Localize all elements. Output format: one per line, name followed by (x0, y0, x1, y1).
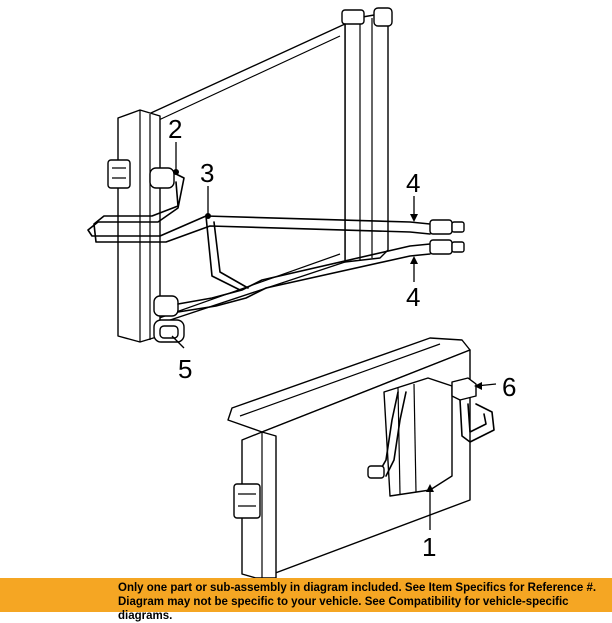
callout-1: 1 (422, 532, 436, 562)
radiator-assembly (107, 7, 393, 343)
oil-cooler-assembly (227, 337, 495, 578)
cooler-lines (87, 173, 465, 313)
leader-5 (171, 335, 185, 349)
disclaimer-banner: Only one part or sub-assembly in diagram… (0, 578, 612, 622)
callouts: 1 2 3 4 4 5 6 (168, 114, 516, 562)
callout-2: 2 (168, 114, 182, 144)
leaders (171, 142, 497, 530)
disclaimer-line-1: Only one part or sub-assembly in diagram… (118, 582, 597, 594)
callout-3: 3 (200, 158, 214, 188)
callout-5: 5 (178, 354, 192, 384)
parts-diagram: 1 2 3 4 4 5 6 (87, 7, 516, 578)
callout-4-lower: 4 (406, 282, 420, 312)
callout-6: 6 (502, 372, 516, 402)
callout-4-upper: 4 (406, 168, 420, 198)
disclaimer-line-2: Diagram may not be specific to your vehi… (118, 596, 569, 622)
